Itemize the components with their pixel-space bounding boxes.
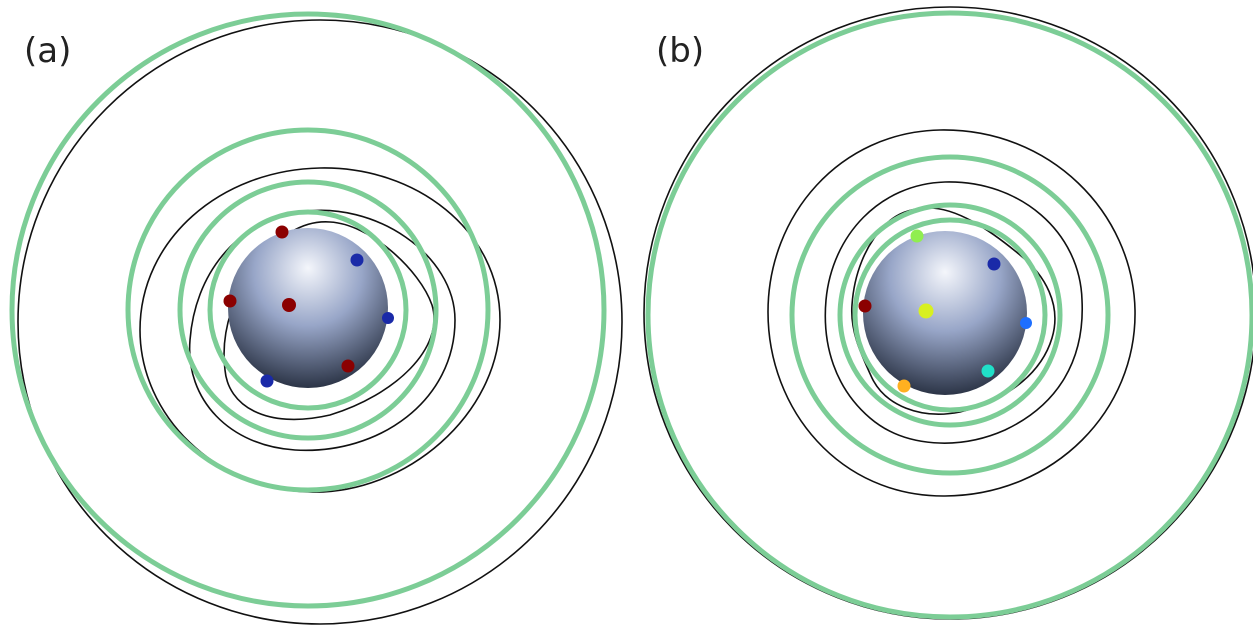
red-charge [282,298,296,312]
orange-charge [897,379,911,393]
panel-b-label: (b) [656,31,704,71]
green-circle-3 [837,202,1063,428]
red-charge [275,225,289,239]
cyan-charge [981,364,995,378]
black-contour-2 [767,129,1136,497]
panel-a-charges [223,225,394,388]
green-circle-3 [177,179,439,441]
light-blue-charge [1020,317,1032,329]
panel-b: (b) [643,6,1253,620]
blue-charge [987,257,1001,271]
blue-charge [260,374,274,388]
blue-charge [350,253,364,267]
panel-a-label: (a) [24,31,71,71]
panel-b-green-circles [645,10,1253,620]
red-charge [341,359,355,373]
green-circle-2 [125,127,491,493]
black-contour-3 [188,209,456,452]
sphere [863,231,1027,395]
panel-b-charges [858,229,1032,393]
panel-a: (a) [9,11,623,625]
light-green-charge [910,229,924,243]
black-contour-3 [824,181,1083,444]
sphere [228,228,388,388]
green-circle-outer [645,10,1253,620]
green-circle-2 [789,154,1111,476]
blue-charge [382,312,394,324]
panel-a-green-circles [9,11,607,609]
yellow-charge [918,303,934,319]
dark-red-charge [858,299,872,313]
green-circle-outer [9,11,607,609]
black-contour-outer [17,19,623,625]
red-charge [223,294,237,308]
green-circle-inner [207,209,409,411]
green-circle-inner [852,217,1048,413]
